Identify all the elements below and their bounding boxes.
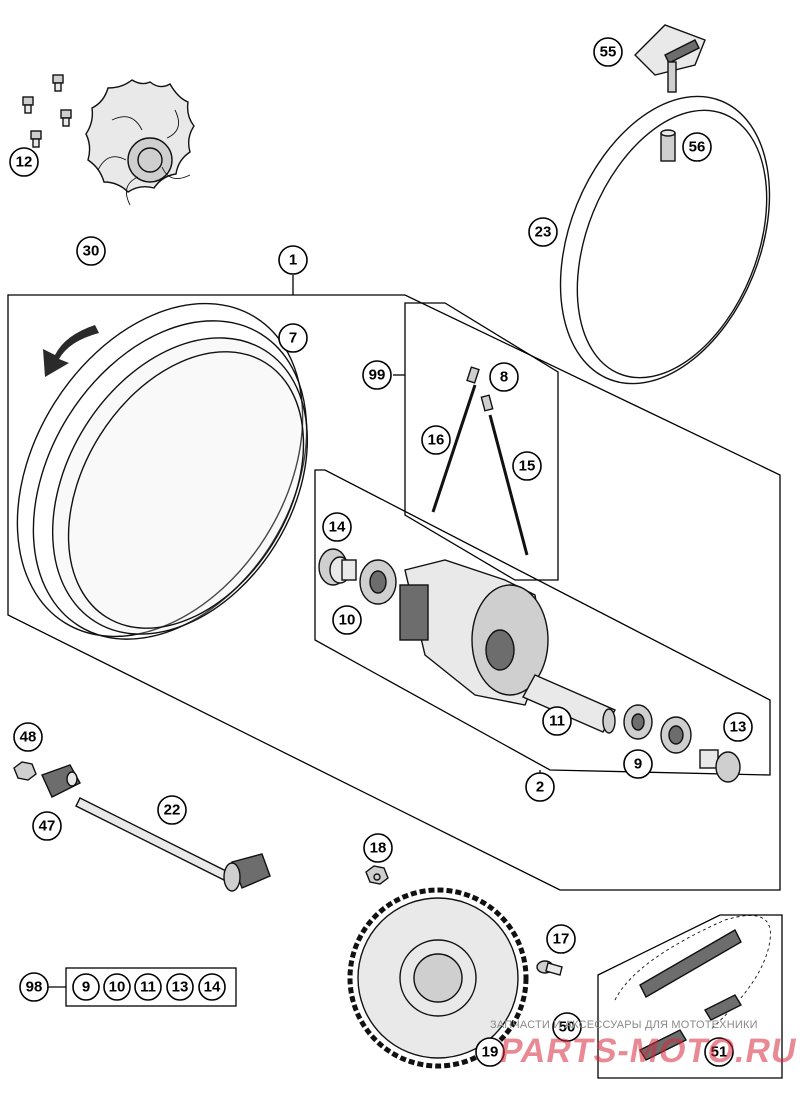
callout-label: 8 xyxy=(500,369,508,386)
callout-13: 13 xyxy=(723,712,753,742)
callout-label: 11 xyxy=(549,713,565,730)
sprocket-nut xyxy=(365,865,389,885)
callout-label: 50 xyxy=(559,1019,576,1036)
kit-item-label: 13 xyxy=(172,979,189,996)
callout-label: 30 xyxy=(83,243,100,260)
callout-label: 47 xyxy=(39,818,56,835)
axle-sleeve xyxy=(522,674,616,734)
sprocket-bolt xyxy=(536,960,563,976)
callout-label: 98 xyxy=(26,979,43,996)
callout-label: 9 xyxy=(634,756,642,773)
rim-lock xyxy=(634,24,706,93)
valve xyxy=(660,129,676,162)
kit-item-label: 11 xyxy=(140,979,156,996)
kit-item-label: 14 xyxy=(204,979,221,996)
callout-10: 10 xyxy=(332,605,362,635)
callout-label: 17 xyxy=(553,931,570,948)
callout-51: 51 xyxy=(704,1037,734,1067)
watermark-tagline: ЗАПЧАСТИ И АКСЕССУАРЫ ДЛЯ МОТОТЕХНИКИ xyxy=(490,1019,758,1031)
spoke-set-frame xyxy=(404,302,559,581)
callout-label: 13 xyxy=(730,719,747,736)
spacer-left xyxy=(318,548,357,586)
callout-23: 23 xyxy=(528,217,558,247)
callout-label: 48 xyxy=(20,729,37,746)
kit-98-box xyxy=(65,967,237,1007)
callout-12: 12 xyxy=(9,147,39,177)
callout-9: 9 xyxy=(623,749,653,779)
bearing-right-outer xyxy=(660,716,692,754)
callout-48: 48 xyxy=(13,722,43,752)
callout-label: 1 xyxy=(289,252,297,269)
callout-7: 7 xyxy=(278,323,308,353)
kit-item-2: 11 xyxy=(134,973,162,1001)
spoke-short xyxy=(480,394,529,556)
chain-adjuster xyxy=(41,764,81,798)
rotation-arrow xyxy=(43,325,99,377)
callout-label: 16 xyxy=(428,432,445,449)
brake-disc xyxy=(85,79,195,206)
callout-99: 99 xyxy=(362,360,392,390)
callout-label: 12 xyxy=(16,154,33,171)
chain-frame xyxy=(597,914,783,1079)
callout-label: 56 xyxy=(689,139,706,156)
hub xyxy=(399,559,549,706)
spacer-right xyxy=(699,749,741,783)
callout-label: 99 xyxy=(369,367,386,384)
hub-assembly-frame xyxy=(314,469,771,776)
kit-item-3: 13 xyxy=(166,973,194,1001)
callout-16: 16 xyxy=(421,425,451,455)
callout-8: 8 xyxy=(489,362,519,392)
watermark-logo: PARTS-MOTO.RU xyxy=(496,1032,800,1070)
bearing-left xyxy=(359,559,397,605)
callout-label: 7 xyxy=(289,330,297,347)
rim xyxy=(16,302,309,640)
kit-item-label: 10 xyxy=(109,979,126,996)
callout-2: 2 xyxy=(525,772,555,802)
callout-55: 55 xyxy=(593,37,623,67)
callout-18: 18 xyxy=(363,833,393,863)
kit-item-4: 14 xyxy=(198,973,226,1001)
kit-item-label: 9 xyxy=(82,979,90,996)
callout-14: 14 xyxy=(322,512,352,542)
axle-nut xyxy=(13,761,37,781)
callout-label: 51 xyxy=(711,1044,728,1061)
rim-band xyxy=(559,95,771,385)
callout-label: 18 xyxy=(370,840,387,857)
callout-label: 2 xyxy=(536,779,544,796)
callout-30: 30 xyxy=(76,236,106,266)
callout-label: 14 xyxy=(329,519,346,536)
callout-15: 15 xyxy=(512,451,542,481)
sprocket xyxy=(347,887,529,1069)
kit-item-1: 10 xyxy=(103,973,131,1001)
callout-label: 10 xyxy=(339,612,356,629)
drive-chain xyxy=(614,915,771,1061)
wheel-axle xyxy=(75,797,271,892)
callout-11: 11 xyxy=(542,706,572,736)
callout-label: 55 xyxy=(600,44,617,61)
callout-label: 23 xyxy=(535,224,552,241)
callout-19: 19 xyxy=(475,1037,505,1067)
disc-bolts xyxy=(22,74,72,148)
bearing-right-inner xyxy=(623,704,653,740)
callout-1: 1 xyxy=(278,245,308,275)
callout-98: 98 xyxy=(19,972,49,1002)
callout-56: 56 xyxy=(682,132,712,162)
kit-item-0: 9 xyxy=(72,973,100,1001)
wheel-assembly-frame xyxy=(7,294,781,891)
callout-label: 22 xyxy=(164,802,181,819)
callout-label: 19 xyxy=(482,1044,499,1061)
callout-50: 50 xyxy=(552,1012,582,1042)
callout-22: 22 xyxy=(157,795,187,825)
callout-label: 15 xyxy=(519,458,536,475)
spoke-long xyxy=(431,366,480,513)
callout-17: 17 xyxy=(546,924,576,954)
callout-47: 47 xyxy=(32,811,62,841)
